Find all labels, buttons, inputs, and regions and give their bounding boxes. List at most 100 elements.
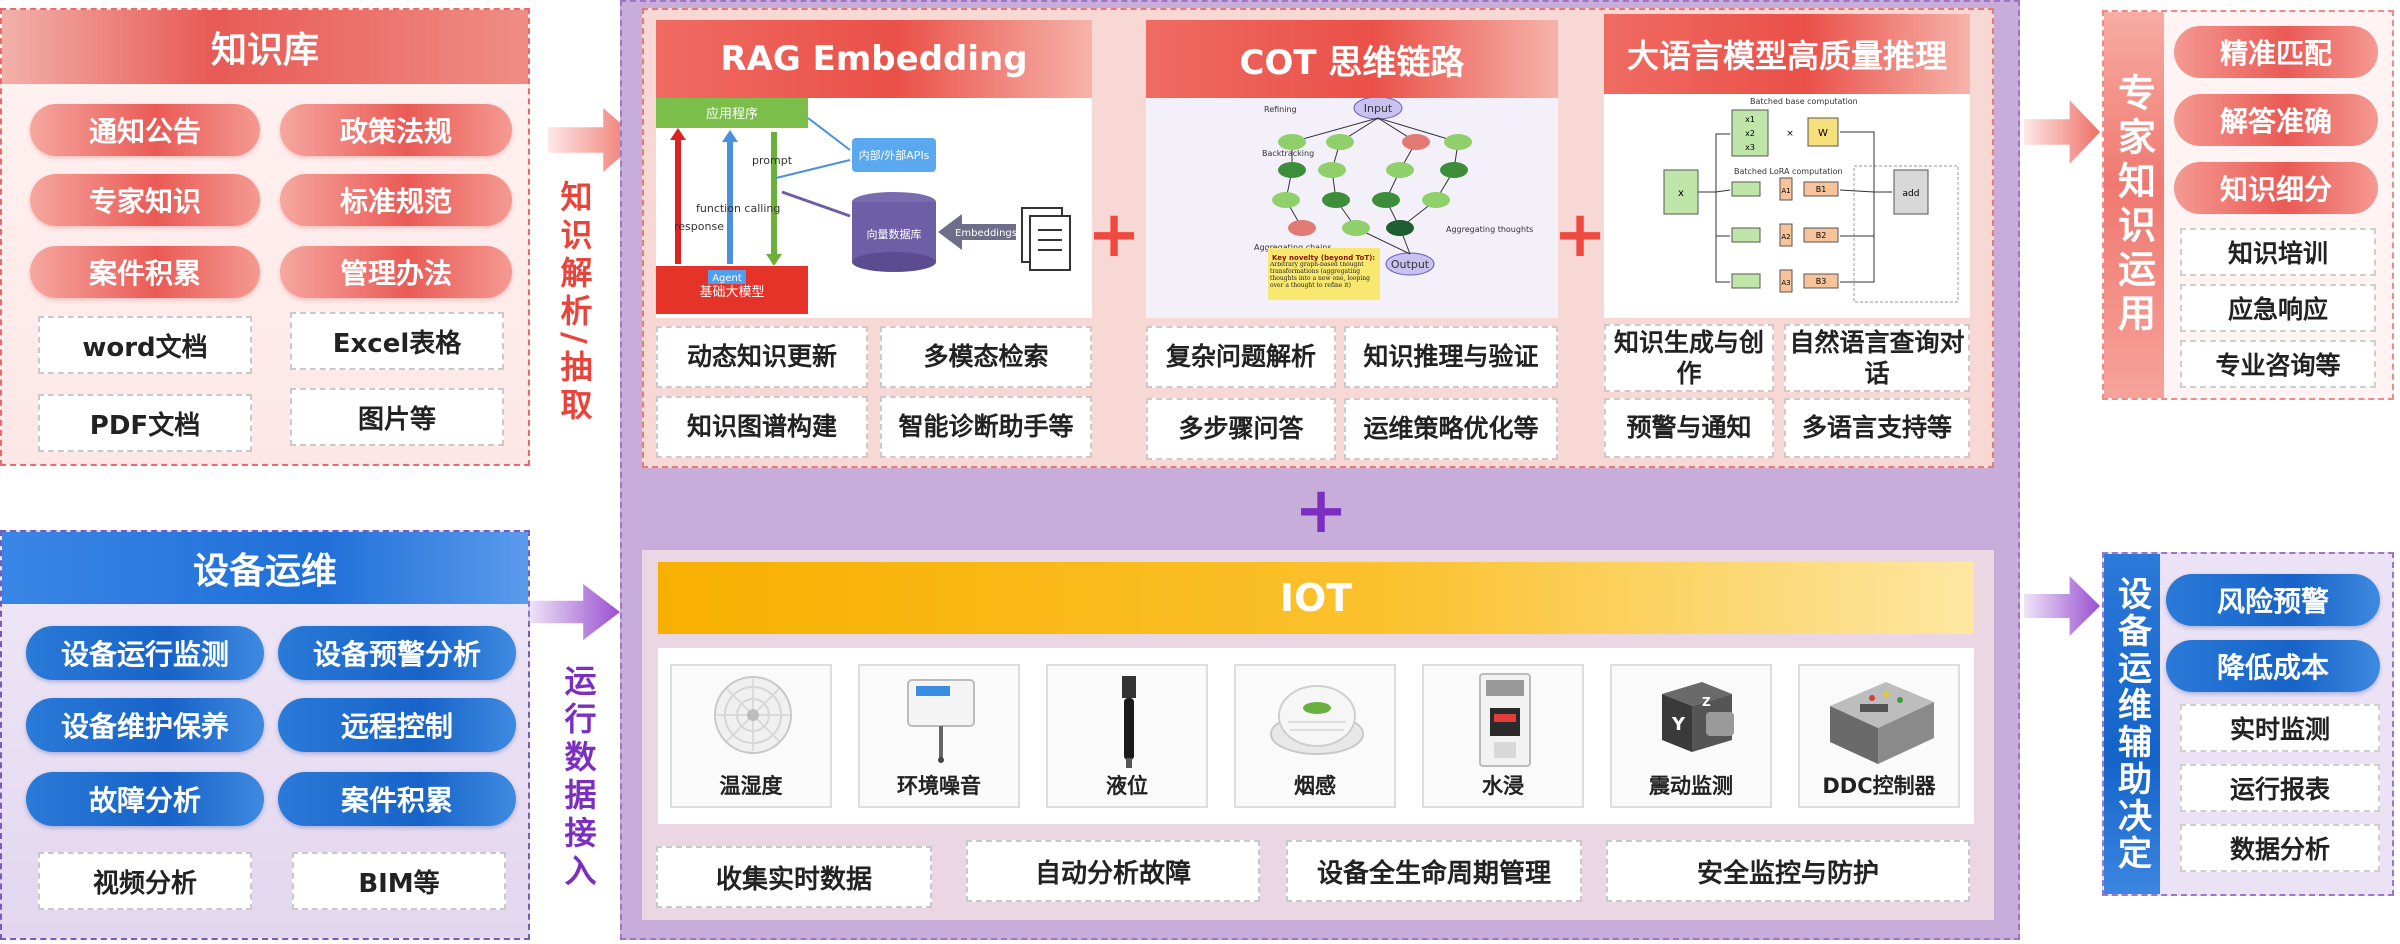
- iot-device-label: 震动监测: [1649, 774, 1733, 798]
- rag-feature-dynamic-update: 动态知识更新: [656, 326, 868, 388]
- expert-item-training: 知识培训: [2180, 228, 2376, 276]
- iot-device-card: 液位: [1046, 664, 1208, 808]
- svg-text:Z: Z: [1702, 695, 1711, 709]
- temperature-humidity-sensor-icon: [714, 676, 792, 754]
- rag-feature-multimodal: 多模态检索: [880, 326, 1092, 388]
- cot-aggregating-chains-label: Aggregating chains: [1254, 243, 1332, 252]
- device-ops-panel: 设备运维 设备运行监测 设备预警分析 设备维护保养 远程控制 故障分析 案件积累…: [0, 530, 530, 940]
- iot-device-card: Y Z 震动监测: [1610, 664, 1772, 808]
- document-icon: [1021, 207, 1071, 271]
- cot-feature-complex-problems: 复杂问题解析: [1146, 326, 1336, 388]
- kb-format-excel: Excel表格: [290, 312, 504, 370]
- ops-decision-title-text: 设备运维辅助决定: [2111, 576, 2152, 872]
- llm-lora-computation-label: Batched LoRA computation: [1734, 167, 1843, 176]
- cot-title: COT 思维链路: [1146, 20, 1558, 98]
- cot-key-novelty-label: Key novelty (beyond ToT):: [1272, 254, 1375, 262]
- iot-title: IOT: [658, 562, 1974, 634]
- cot-input-label: Input: [1364, 102, 1393, 115]
- llm-weight-w-label: W: [1818, 128, 1828, 139]
- kb-format-pdf: PDF文档: [38, 394, 252, 452]
- ops-decision-panel: 设备运维辅助决定 风险预警 降低成本 实时监测 运行报表 数据分析: [2102, 552, 2394, 896]
- rag-diagram-svg: 应用程序 基础大模型 Agent response function calli…: [656, 98, 1071, 314]
- rag-vectordb-label: 向量数据库: [867, 227, 922, 241]
- llm-feature-alerts: 预警与通知: [1604, 398, 1774, 458]
- knowledge-base-panel: 知识库 通知公告 政策法规 专家知识 标准规范 案件积累 管理办法 word文档…: [0, 8, 530, 466]
- kb-format-word: word文档: [38, 316, 252, 374]
- iot-feature-security: 安全监控与防护: [1606, 840, 1970, 902]
- expert-item-emergency: 应急响应: [2180, 284, 2376, 332]
- llm-lora-diagram: Batched base computation Batched LoRA co…: [1604, 94, 1970, 318]
- rag-apis-label: 内部/外部APIs: [859, 148, 930, 162]
- arrow-right-icon: [2024, 576, 2100, 636]
- llm-a2-label: A2: [1781, 233, 1790, 241]
- parse-extract-text: 知识解析/抽取: [555, 180, 594, 426]
- iot-device-label: 环境噪音: [897, 774, 981, 798]
- iot-device-card: 水浸: [1422, 664, 1584, 808]
- expert-knowledge-title: 专家知识运用: [2104, 12, 2164, 398]
- cot-refining-label: Refining: [1264, 105, 1297, 114]
- llm-x3-label: x3: [1745, 143, 1755, 152]
- iot-device-label: DDC控制器: [1822, 774, 1936, 798]
- llm-add-label: add: [1903, 189, 1920, 199]
- ops-item-monitoring: 实时监测: [2180, 704, 2380, 752]
- svg-text:×: ×: [1786, 129, 1794, 139]
- rag-function-calling-label: function calling: [696, 202, 780, 215]
- cot-feature-reasoning: 知识推理与验证: [1344, 326, 1558, 388]
- cot-diagram-svg: Input Output Refining B: [1254, 96, 1533, 300]
- llm-feature-generation: 知识生成与创作: [1604, 324, 1774, 392]
- cot-backtracking-label: Backtracking: [1262, 149, 1314, 158]
- llm-x2-label: x2: [1745, 129, 1755, 138]
- device-source-bim: BIM等: [292, 852, 506, 910]
- liquid-level-sensor-icon: [1122, 676, 1136, 768]
- kb-category-cases: 案件积累: [30, 246, 260, 298]
- llm-base-computation-label: Batched base computation: [1750, 97, 1858, 106]
- knowledge-base-title: 知识库: [2, 10, 528, 84]
- ddc-controller-icon: [1830, 682, 1934, 764]
- llm-diagram-svg: Batched base computation Batched LoRA co…: [1663, 97, 1959, 303]
- llm-a1-label: A1: [1781, 187, 1790, 195]
- cot-feature-multistep-qa: 多步骤问答: [1146, 398, 1336, 460]
- kb-category-expert: 专家知识: [30, 174, 260, 226]
- ops-decision-title: 设备运维辅助决定: [2104, 554, 2160, 894]
- plus-icon: +: [1553, 198, 1607, 272]
- expert-highlight-match: 精准匹配: [2174, 26, 2378, 78]
- cot-output-label: Output: [1391, 258, 1430, 271]
- iot-device-card: 温湿度: [670, 664, 832, 808]
- kb-format-image: 图片等: [290, 388, 504, 446]
- llm-x1-label: x1: [1745, 115, 1755, 124]
- expert-highlight-accurate: 解答准确: [2174, 94, 2378, 146]
- rag-base-model-label: 基础大模型: [699, 285, 764, 300]
- llm-a3-label: A3: [1781, 279, 1790, 287]
- expert-item-consulting: 专业咨询等: [2180, 340, 2376, 388]
- data-ingest-label: 运行数据接入: [556, 664, 600, 892]
- water-leak-sensor-icon: [1479, 673, 1531, 767]
- device-func-fault-analysis: 故障分析: [26, 772, 264, 826]
- cot-aggregating-thoughts-label: Aggregating thoughts: [1446, 225, 1533, 234]
- device-func-maintenance: 设备维护保养: [26, 698, 264, 752]
- kb-category-standard: 标准规范: [280, 174, 512, 226]
- iot-device-label: 液位: [1106, 774, 1148, 798]
- rag-response-label: response: [674, 220, 724, 233]
- iot-feature-realtime-data: 收集实时数据: [656, 846, 932, 908]
- rag-feature-diagnosis: 智能诊断助手等: [880, 396, 1092, 458]
- llm-input-x-label: x: [1678, 188, 1684, 199]
- plus-icon: +: [1087, 198, 1141, 272]
- ops-item-reports: 运行报表: [2180, 764, 2380, 812]
- rag-agent-label: Agent: [712, 273, 742, 284]
- iot-device-label: 水浸: [1482, 774, 1524, 798]
- ops-item-analysis: 数据分析: [2180, 824, 2380, 872]
- data-ingest-text: 运行数据接入: [559, 664, 598, 892]
- expert-highlight-granular: 知识细分: [2174, 162, 2378, 214]
- kb-category-management: 管理办法: [280, 246, 512, 298]
- kb-category-policy: 政策法规: [280, 104, 512, 156]
- smoke-detector-icon: [1270, 685, 1364, 755]
- rag-feature-knowledge-graph: 知识图谱构建: [656, 396, 868, 458]
- rag-architecture-diagram: 应用程序 基础大模型 Agent response function calli…: [656, 98, 1092, 318]
- device-func-warning: 设备预警分析: [278, 626, 516, 680]
- expert-knowledge-title-text: 专家知识运用: [2111, 73, 2156, 337]
- llm-b2-label: B2: [1816, 231, 1827, 240]
- iot-device-label: 烟感: [1294, 774, 1336, 798]
- iot-device-label: 温湿度: [719, 774, 783, 798]
- arrow-right-icon: [2024, 100, 2100, 164]
- rag-embeddings-label: Embeddings: [955, 228, 1017, 239]
